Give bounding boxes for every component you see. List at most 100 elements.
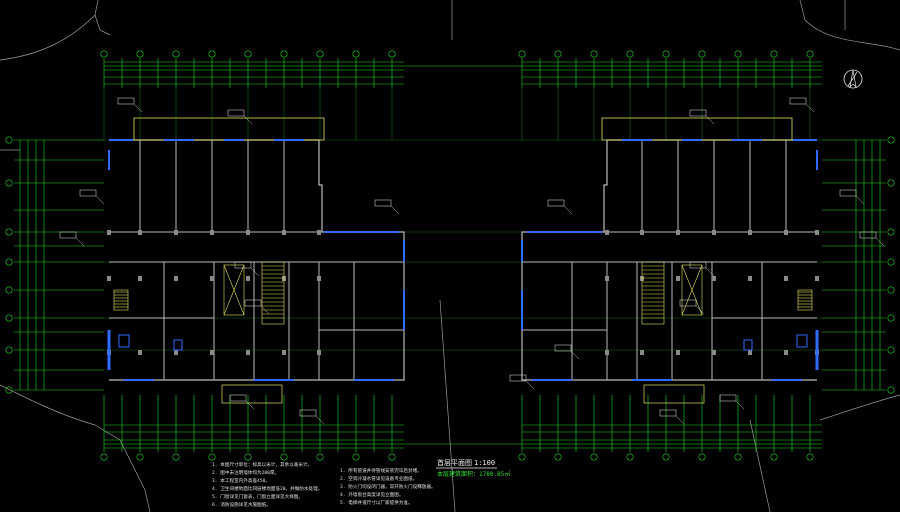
column [640,230,644,235]
room-tag [244,299,262,307]
column [605,276,609,281]
column [210,276,214,281]
room-tag [59,231,77,239]
axis-bubble [208,453,216,461]
drawing-area: 本层建筑面积：1780.85㎡ [437,470,510,478]
axis-bubble [554,50,562,58]
column [640,350,644,355]
balcony [133,117,325,141]
axis-bubble [887,386,895,394]
room-tag [229,394,247,402]
exterior-wall [521,139,817,381]
room-tag [79,189,97,197]
leader-line [695,305,705,315]
balcony [601,117,793,141]
column [605,230,609,235]
column [246,230,250,235]
site-curve [799,0,900,51]
stair-elevator-cores [113,261,813,325]
leader-line [390,205,400,215]
room-tag [547,199,565,207]
column [317,276,321,281]
room-tag [509,374,527,382]
axis-bubble [352,50,360,58]
axis-bubble [887,314,895,322]
axis-bubble [280,50,288,58]
column [174,350,178,355]
toilet-fixture [173,339,183,351]
elevator-cross [681,264,703,316]
axis-bubble [5,179,13,187]
drawing-scale: 1:100 [474,459,495,467]
axis-bubble [770,50,778,58]
axis-bubble [662,50,670,58]
site-curve [439,299,456,512]
column [815,230,819,235]
axis-bubble [734,453,742,461]
note-line: 3. 防火门均设闭门器，常开防火门设释放器。 [340,483,436,490]
dimension-lines [14,58,886,452]
leader-line [260,305,270,315]
leader-line [705,115,715,125]
drawing-title-block: 首层平面图 1:100 本层建筑面积：1780.85㎡ [436,458,510,478]
drawing-title: 首层平面图 [437,458,472,467]
leader-line [75,237,85,247]
note-line: 3. 本工程室内外高差450。 [212,477,270,484]
room-tag [554,344,572,352]
axis-bubble [770,453,778,461]
axis-bubble [5,346,13,354]
axis-bubble [887,136,895,144]
room-tag [679,299,697,307]
note-line: 1. 本图尺寸单位：标高以米计，其余以毫米计。 [212,461,312,468]
column [174,276,178,281]
axis-bubble [100,50,108,58]
axis-bubble [518,453,526,461]
leader-line [675,415,685,425]
elevator-cross [223,264,245,316]
column [246,276,250,281]
leader-line [245,400,255,410]
entrance-canopy [221,384,283,404]
stair [261,261,285,325]
leader-line [875,237,885,247]
axis-bubble [208,50,216,58]
axis-bubble [280,453,288,461]
room-tag [234,261,252,269]
axis-bubble [662,453,670,461]
axis-bubble [698,50,706,58]
toilet-fixture [118,334,130,348]
elevator-shaft [681,264,703,316]
leader-line [805,103,815,113]
axis-bubble [244,453,252,461]
column [815,276,819,281]
column [107,230,111,235]
column [174,230,178,235]
leader-line [315,415,325,425]
axis-bubble [626,453,634,461]
leader-line [735,400,745,410]
column [712,230,716,235]
site-curve [0,0,99,61]
leader-line [525,380,535,390]
leader-line [243,115,253,125]
exterior-wall [109,139,405,381]
toilet-fixture [743,339,753,351]
note-line: 4. 外墙窗台高度详见立面图。 [340,491,403,498]
column [210,230,214,235]
axis-bubble [590,50,598,58]
note-line: 5. 电梯井道尺寸以厂家提供为准。 [340,499,413,506]
toilet-fixture [796,334,808,348]
axis-bubble [388,50,396,58]
room-tag [719,394,737,402]
column [317,350,321,355]
leader-line [133,103,143,113]
column [712,350,716,355]
axis-bubble [5,136,13,144]
room-tag [299,409,317,417]
room-tag [689,109,707,117]
axis-bubble [316,50,324,58]
north-arrow-icon [843,69,863,89]
axis-bubble [734,50,742,58]
axis-bubble [806,50,814,58]
